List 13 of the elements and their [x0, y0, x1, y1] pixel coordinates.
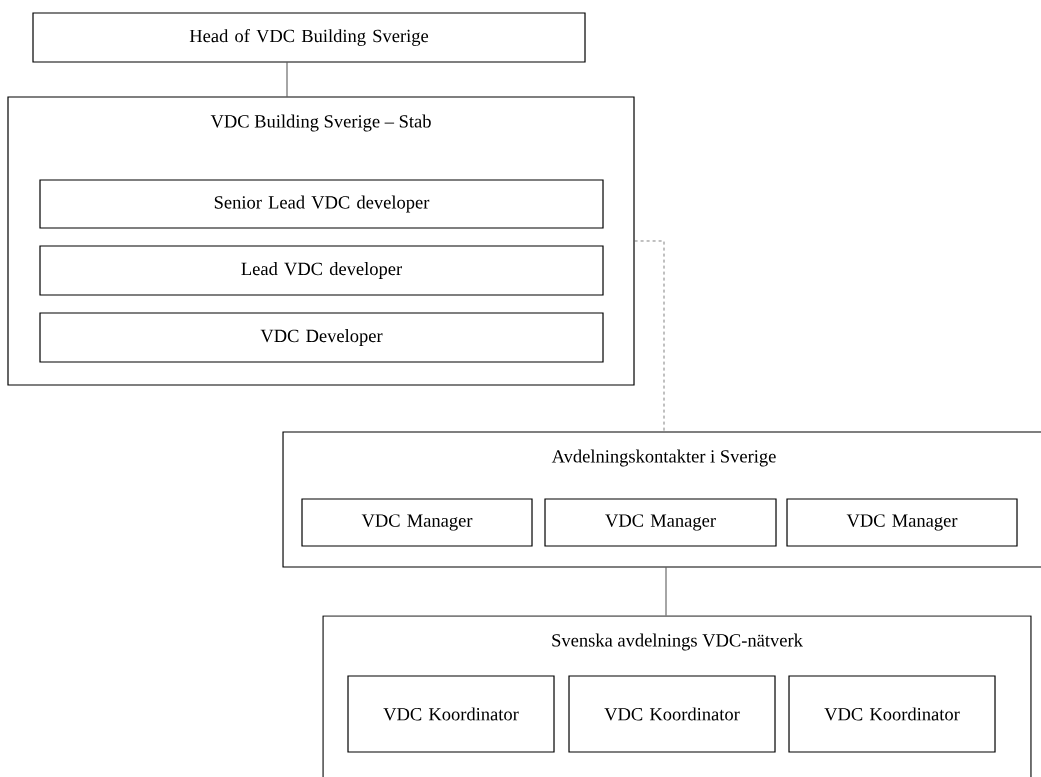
role-box: VDC Manager: [786, 498, 1018, 547]
role-box: VDC Developer: [39, 312, 604, 363]
role-box: VDC Koordinator: [568, 675, 776, 753]
connector-line: [665, 567, 667, 616]
role-box: Senior Lead VDC developer: [39, 179, 604, 229]
connector-line: [286, 62, 288, 97]
role-box: VDC Manager: [301, 498, 533, 547]
role-box: VDC Koordinator: [347, 675, 555, 753]
role-box: Head of VDC Building Sverige: [32, 12, 586, 63]
role-box: VDC Koordinator: [788, 675, 996, 753]
role-box: VDC Manager: [544, 498, 777, 547]
role-box: Lead VDC developer: [39, 245, 604, 296]
connector-line: [634, 240, 665, 432]
